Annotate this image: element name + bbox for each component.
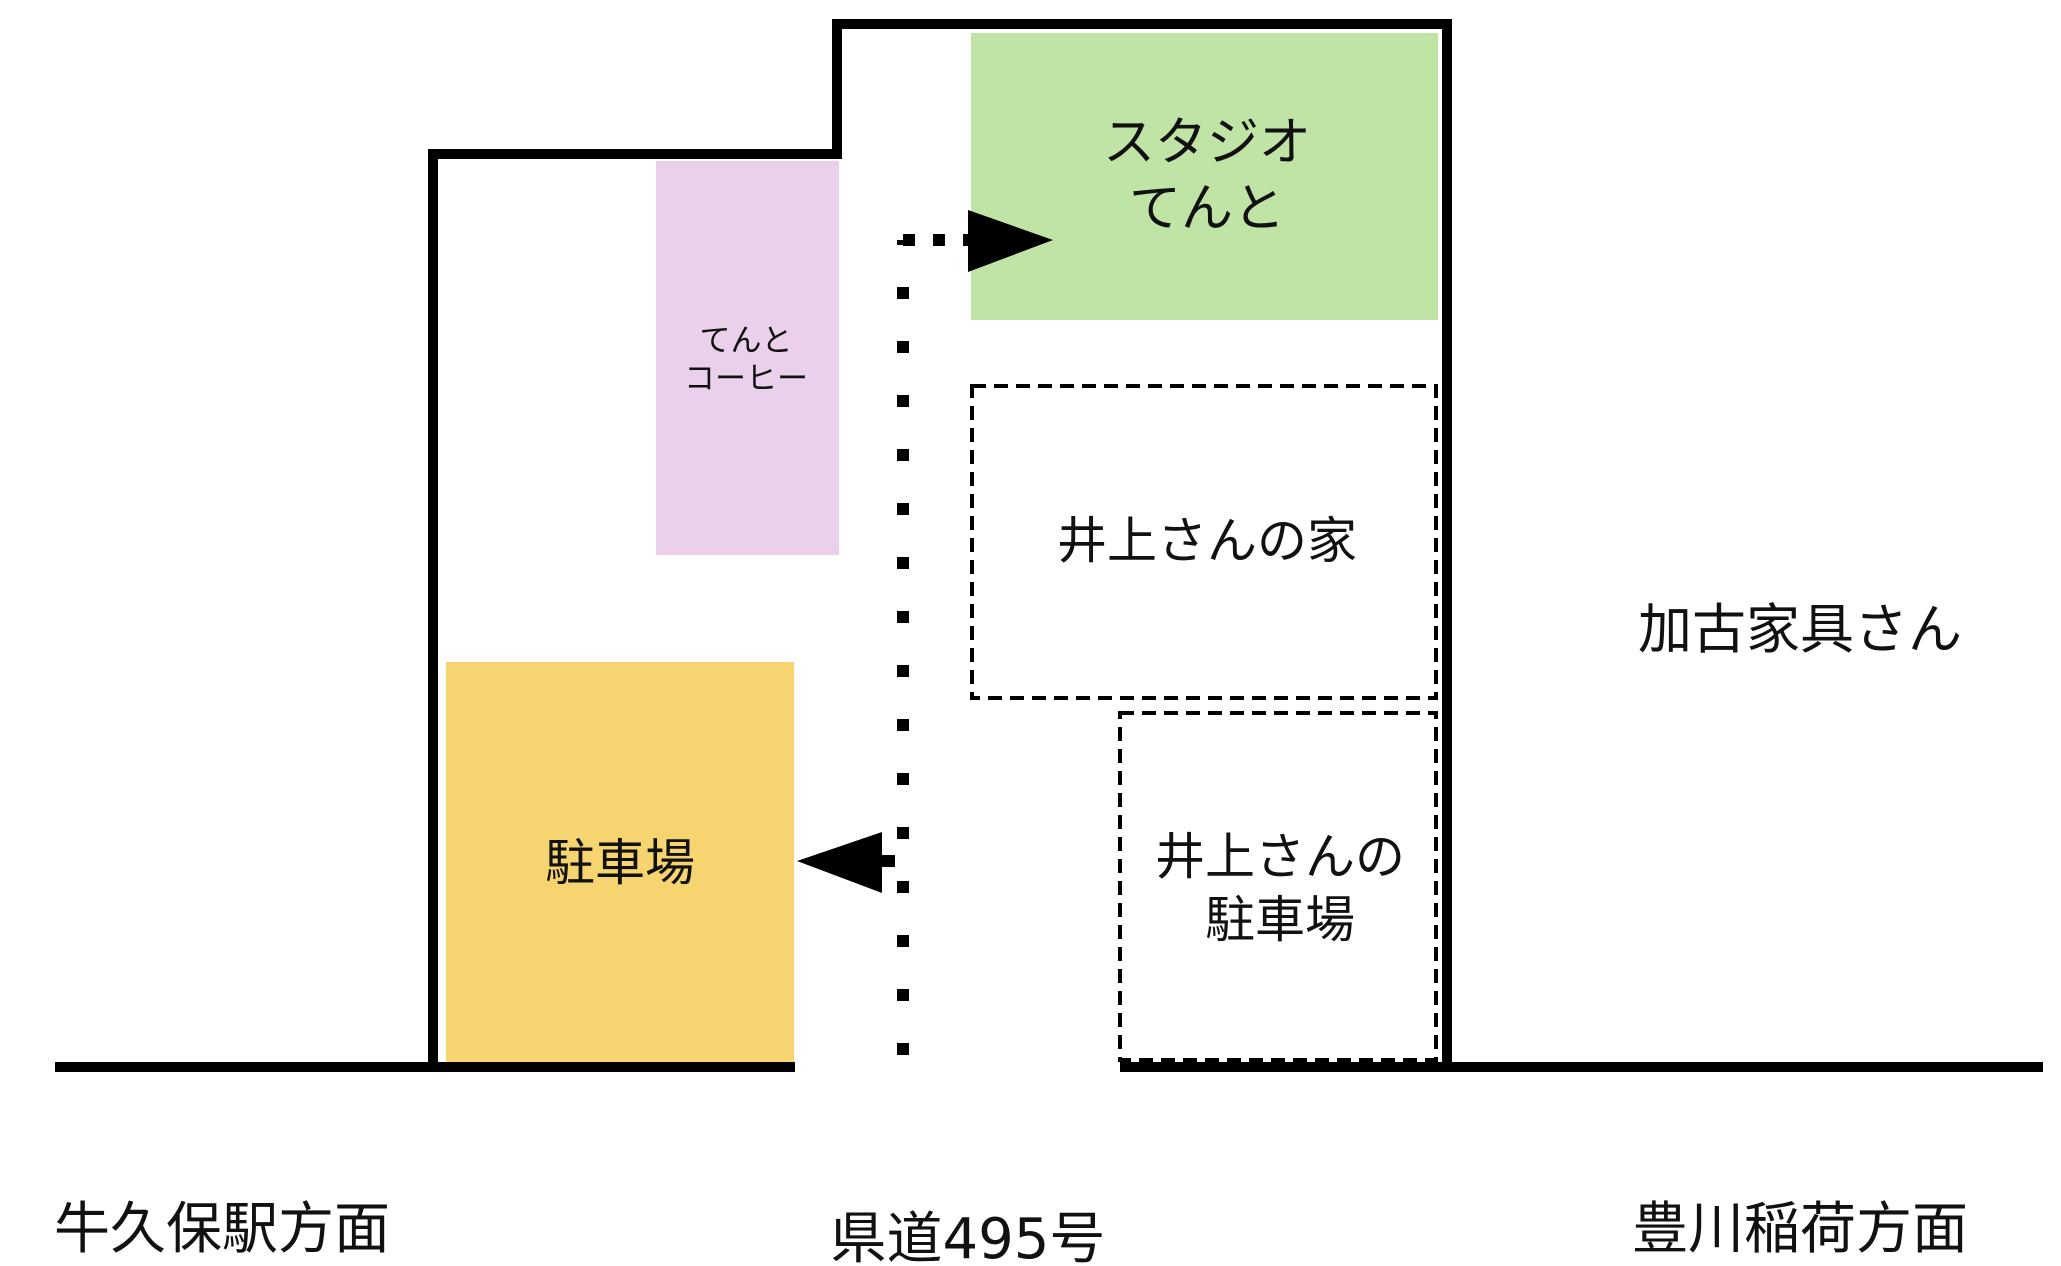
inoue-house-outline <box>970 384 1438 700</box>
studio-label-line2: てんと <box>1129 179 1285 239</box>
parking-area <box>446 662 794 1064</box>
parking-label: 駐車場 <box>545 834 695 892</box>
studio-tento-area <box>971 33 1438 320</box>
arrow-right-icon <box>968 210 1053 272</box>
direction-right-label: 豊川稲荷方面 <box>1632 1197 1968 1262</box>
studio-label-line1: スタジオ <box>1103 113 1311 173</box>
coffee-label-line2: コーヒー <box>684 361 808 397</box>
kako-furniture-label: 加古家具さん <box>1638 598 1962 661</box>
inoue-parking-label-line1: 井上さんの <box>1155 828 1405 886</box>
tento-coffee-area <box>656 161 839 555</box>
road-name-label: 県道495号 <box>831 1207 1106 1266</box>
direction-left-label: 牛久保駅方面 <box>54 1197 390 1262</box>
inoue-parking-label-line2: 駐車場 <box>1205 891 1355 949</box>
inoue-house-label: 井上さんの家 <box>1057 512 1357 570</box>
coffee-label-line1: てんと <box>700 323 793 359</box>
arrow-left-icon <box>797 832 882 893</box>
site-outline <box>428 19 1452 1064</box>
inoue-parking-outline <box>1118 711 1438 1062</box>
